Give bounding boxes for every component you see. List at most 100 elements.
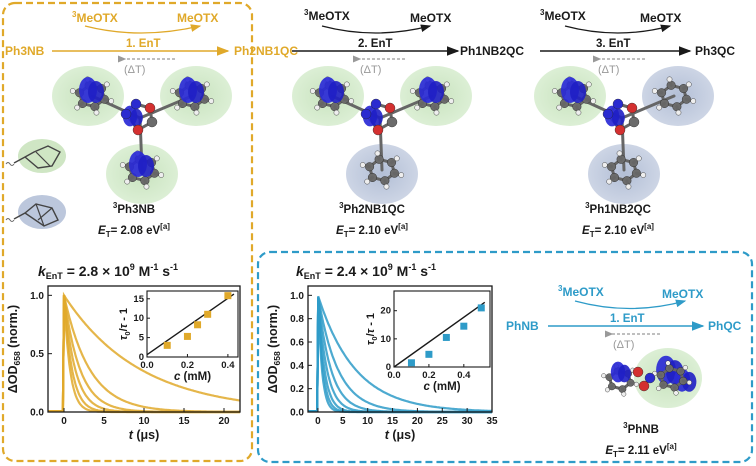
atom-sphere xyxy=(621,391,627,397)
atom-sphere xyxy=(675,109,682,116)
qc-halo xyxy=(346,144,418,204)
decay-trace-1 xyxy=(48,291,241,413)
inset-point-3 xyxy=(194,321,202,329)
orbital-lobe xyxy=(370,108,383,127)
product-label-3: MeOTX xyxy=(640,11,681,25)
atom-sphere xyxy=(656,385,662,391)
bottom-reaction-scheme: PhNB PhQC 3MeOTX MeOTX 1. EnT (ΔT) 3PhNB… xyxy=(506,284,742,459)
x-tick-label: 35 xyxy=(486,416,498,427)
molecule-caption-phnb-name: 3PhNB xyxy=(623,421,659,436)
atom-sphere xyxy=(685,81,692,88)
inset-y-tick-label: 10 xyxy=(133,313,144,324)
inset-x-tick-label: 0.4 xyxy=(221,360,235,371)
x-tick-label: 0 xyxy=(315,416,321,427)
molecule-picture xyxy=(601,348,702,408)
molecule-picture xyxy=(534,66,714,204)
step-3-arrows xyxy=(540,24,692,63)
inset-point-1 xyxy=(407,359,415,367)
atom-sphere xyxy=(443,81,450,88)
atom-sphere xyxy=(384,102,396,114)
x-tick-label: 30 xyxy=(462,416,474,427)
step-2-label: 2. EnT xyxy=(358,38,393,50)
left-dashed-frame xyxy=(1,1,254,463)
y-tick-label: 0.6 xyxy=(290,338,304,349)
atom-sphere xyxy=(143,183,150,190)
atom-sphere xyxy=(625,183,632,190)
atom-sphere xyxy=(632,366,644,378)
atom-sphere xyxy=(651,88,658,94)
svg-text:3Ph1NB2QC: 3Ph1NB2QC xyxy=(585,201,651,216)
atom-sphere xyxy=(153,155,160,162)
atom-sphere xyxy=(551,88,558,94)
svg-text:ET= 2.10 eV[a]: ET= 2.10 eV[a] xyxy=(336,222,408,239)
inset-point-5 xyxy=(477,304,485,312)
inset-x-tick-label: 0.2 xyxy=(422,370,435,381)
atom-sphere xyxy=(585,81,592,88)
atom-sphere xyxy=(360,108,372,120)
atom-sphere xyxy=(682,365,688,371)
atom-sphere xyxy=(635,155,642,162)
svg-text:3Ph3NB: 3Ph3NB xyxy=(113,201,155,216)
molecule-caption-ph3nb: 3Ph3NB ET= 2.08 eV[a] xyxy=(98,201,170,239)
atom-sphere xyxy=(348,98,355,104)
x-tick-label: 20 xyxy=(218,416,230,427)
atom-sphere xyxy=(174,104,181,111)
molecule-caption-ph1nb2qc: 3Ph1NB2QC ET= 2.10 eV[a] xyxy=(582,201,654,239)
reactant-label-1: 3MeOTX xyxy=(72,10,118,25)
atom-sphere xyxy=(193,109,200,116)
x-tick-label: 5 xyxy=(340,416,346,427)
x-axis-label: t (μs) xyxy=(129,428,160,442)
bottom-product-label: MeOTX xyxy=(662,287,703,301)
atom-sphere xyxy=(309,88,316,94)
step-3-label: 3. EnT xyxy=(596,38,631,50)
top-reaction-scheme: Ph3NB Ph2NB1QC Ph1NB2QC Ph3QC 3MeOTX MeO… xyxy=(5,8,735,76)
left-chart-title: kEnT = 2.8 × 109 M-1 s-1 xyxy=(38,262,178,281)
atom-sphere xyxy=(120,108,132,120)
molecule-caption-ph2nb1qc: 3Ph2NB1QC ET= 2.10 eV[a] xyxy=(336,201,408,239)
atom-sphere xyxy=(414,104,421,111)
atom-sphere xyxy=(383,183,390,190)
atom-sphere xyxy=(612,98,624,110)
step-1-label: 1. EnT xyxy=(126,38,161,50)
inset-point-4 xyxy=(460,322,468,330)
orbital-lobe xyxy=(612,108,625,127)
x-tick-label: 0 xyxy=(61,416,67,427)
atom-sphere xyxy=(575,109,582,116)
decay-trace-1 xyxy=(308,295,492,413)
y-tick-label: 0.8 xyxy=(290,314,304,325)
step-1-arrows xyxy=(52,24,230,63)
right-dashed-frame xyxy=(256,250,754,464)
inset-x-axis-label: c (mM) xyxy=(174,371,211,383)
atom-sphere xyxy=(203,81,210,88)
atom-sphere xyxy=(616,150,623,157)
atom-sphere xyxy=(103,81,110,88)
y-tick-label: 0.0 xyxy=(30,408,44,419)
atom-sphere xyxy=(398,172,405,178)
atom-sphere xyxy=(686,379,692,386)
atom-sphere xyxy=(144,102,156,114)
inset-frame xyxy=(393,290,491,368)
atom-sphere xyxy=(601,162,608,168)
atom-sphere xyxy=(208,98,215,104)
y-tick-label: 0.0 xyxy=(290,408,304,419)
bottom-reactant-label: 3MeOTX xyxy=(558,284,604,299)
orbital-lobe xyxy=(188,81,204,103)
x-tick-label: 5 xyxy=(101,416,107,427)
inset-point-2 xyxy=(183,332,191,340)
atom-sphere xyxy=(656,104,663,111)
x-tick-label: 15 xyxy=(387,416,399,427)
atom-sphere xyxy=(602,108,614,120)
atom-sphere xyxy=(665,360,671,366)
qc-halo xyxy=(588,144,660,204)
orbital-lobe xyxy=(328,81,344,103)
product-label-2: MeOTX xyxy=(410,11,451,25)
atom-sphere xyxy=(601,373,607,379)
molecule-picture xyxy=(292,66,472,204)
atom-sphere xyxy=(372,124,384,136)
inset-x-tick-label: 0.0 xyxy=(387,370,400,381)
species-phnb: PhNB xyxy=(506,319,539,333)
y-tick-label: 1.0 xyxy=(30,291,44,302)
qc-halo xyxy=(642,66,714,126)
